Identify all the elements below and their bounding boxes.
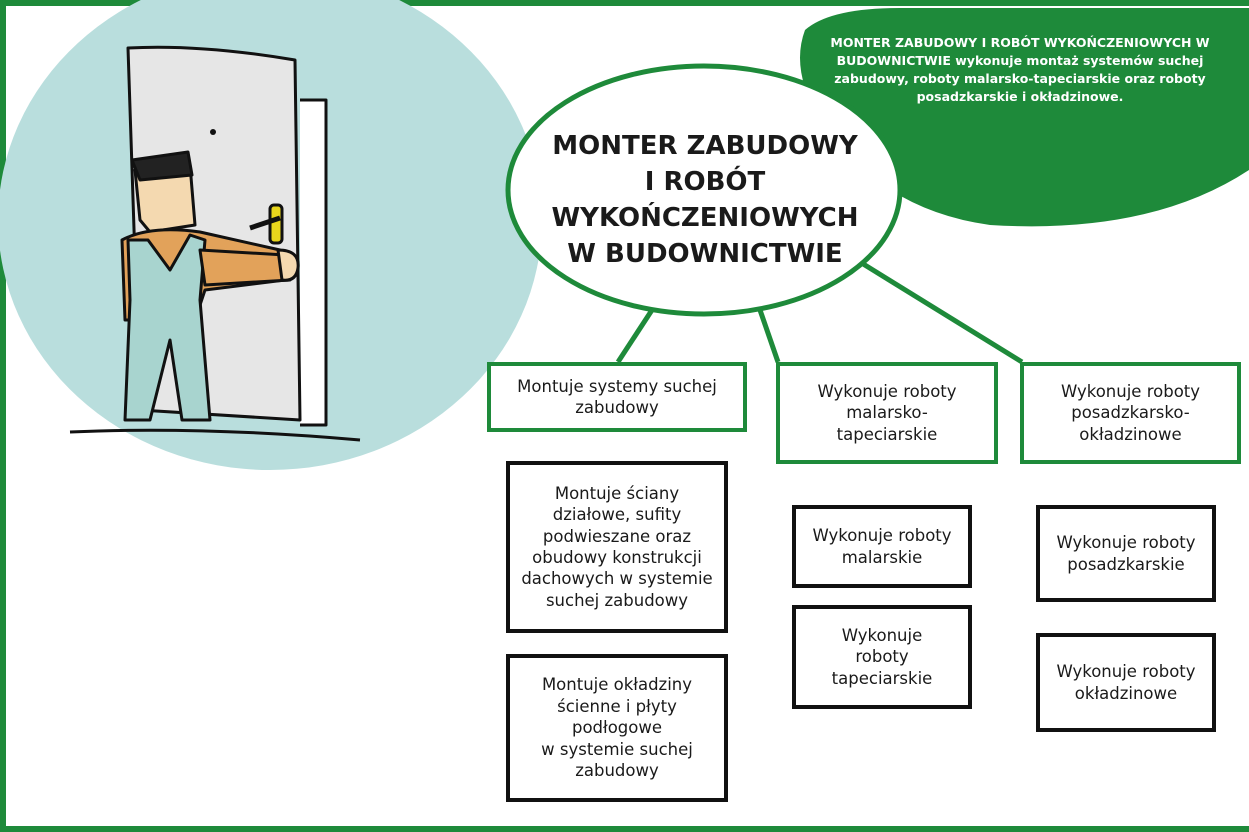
task-label: Wykonuje roboty posadzkarskie — [1056, 533, 1196, 574]
task-flooring: Wykonuje roboty posadzkarskie — [1036, 505, 1216, 602]
center-title: MONTER ZABUDOWY I ROBÓT WYKOŃCZENIOWYCH … — [551, 131, 859, 269]
task-label: Montuje okładziny ścienne i płyty podłog… — [541, 675, 693, 781]
category-flooring: Wykonuje roboty posadzkarsko- okładzinow… — [1020, 362, 1241, 464]
category-label: Wykonuje roboty malarsko- tapeciarskie — [817, 381, 957, 444]
door-handle — [268, 203, 284, 245]
worker-arm — [198, 248, 292, 287]
worker-overalls — [123, 233, 212, 422]
connector-to-flooring — [858, 259, 1024, 365]
task-label: Montuje ściany działowe, sufity podwiesz… — [521, 483, 713, 610]
task-partition-walls: Montuje ściany działowe, sufity podwiesz… — [506, 461, 728, 633]
floor-line — [69, 428, 361, 442]
blurb-background-shape — [800, 8, 1249, 227]
center-ellipse — [505, 63, 903, 317]
blurb-text: wykonuje montaż systemów suchej zabudowy… — [834, 53, 1206, 104]
worker-hand — [276, 248, 300, 282]
description-blurb: MONTER ZABUDOWY I ROBÓT WYKOŃCZENIOWYCH … — [800, 34, 1240, 106]
door-peephole — [210, 129, 216, 135]
connector-lines — [615, 259, 1024, 365]
task-painting: Wykonuje roboty malarskie — [792, 505, 972, 588]
category-dry-construction: Montuje systemy suchej zabudowy — [487, 362, 747, 432]
worker-illustration — [69, 45, 361, 442]
blurb-strong-text: MONTER ZABUDOWY I ROBÓT WYKOŃCZENIOWYCH … — [830, 35, 1210, 68]
worker-hair — [130, 150, 194, 182]
category-label: Wykonuje roboty posadzkarsko- okładzinow… — [1060, 381, 1201, 444]
door-frame — [300, 98, 328, 427]
task-wall-cladding: Montuje okładziny ścienne i płyty podłog… — [506, 654, 728, 802]
category-label: Montuje systemy suchej zabudowy — [517, 376, 717, 417]
door-handle-lever — [249, 215, 281, 231]
task-label: Wykonuje roboty malarskie — [812, 526, 952, 567]
connector-to-painting — [757, 309, 781, 363]
task-cladding: Wykonuje roboty okładzinowe — [1036, 633, 1216, 732]
connector-to-dry-construction — [615, 308, 655, 364]
task-wallpapering: Wykonuje roboty tapeciarskie — [792, 605, 972, 709]
task-label: Wykonuje roboty tapeciarskie — [831, 625, 933, 688]
task-label: Wykonuje roboty okładzinowe — [1056, 662, 1196, 703]
category-painting: Wykonuje roboty malarsko- tapeciarskie — [776, 362, 998, 464]
